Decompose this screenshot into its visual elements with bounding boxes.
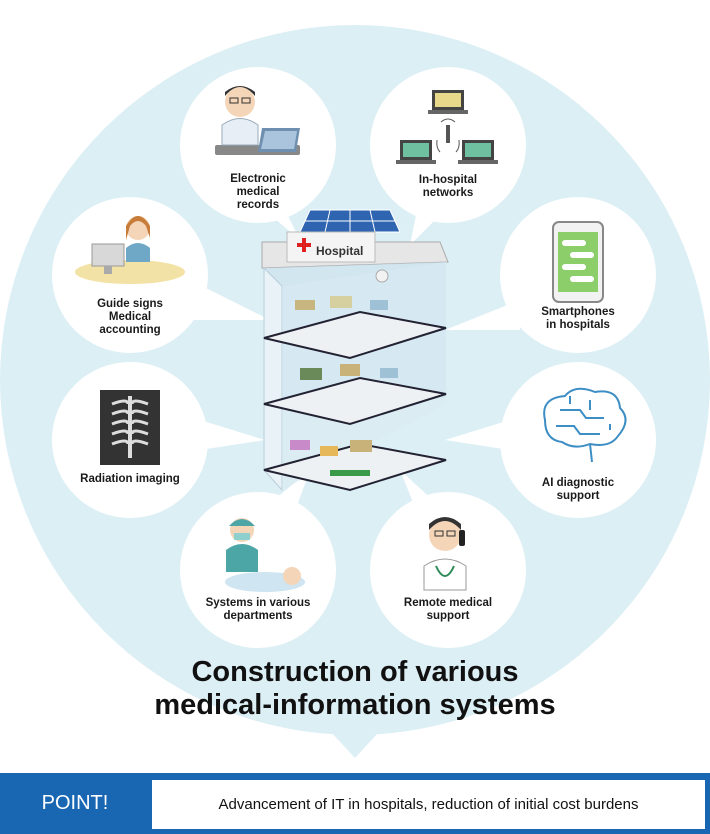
hospital-sign-label: Hospital — [316, 244, 364, 258]
bubble-ai — [445, 362, 656, 518]
node-label-departments: Systems in various departments — [205, 597, 311, 622]
node-label-ai: AI diagnostic support — [541, 477, 615, 502]
point-text: Advancement of IT in hospitals, reductio… — [152, 780, 705, 829]
bubble-networks — [370, 67, 526, 245]
node-label-networks: In-hospital networks — [418, 174, 478, 199]
ai-brain-icon — [543, 387, 627, 463]
node-label-smartphones: Smartphones in hospitals — [541, 306, 615, 331]
doctor-laptop-icon — [215, 86, 300, 155]
hospital-building — [261, 209, 449, 492]
node-label-ehr: Electronic medical records — [230, 173, 286, 211]
laptops-network-icon — [396, 90, 498, 164]
point-bar: POINT! Advancement of IT in hospitals, r… — [0, 773, 710, 834]
node-label-radiation: Radiation imaging — [80, 473, 180, 485]
diagram-title: Construction of various medical-informat… — [154, 656, 556, 721]
node-label-guide: Guide signs Medical accounting — [97, 298, 163, 336]
receptionist-icon — [75, 216, 185, 284]
smartphone-icon — [552, 221, 604, 303]
node-label-remote: Remote medical support — [403, 597, 493, 622]
xray-icon — [100, 390, 160, 465]
surgeon-icon — [225, 518, 305, 592]
doctor-phone-icon — [423, 517, 467, 591]
point-badge: POINT! — [41, 792, 109, 814]
